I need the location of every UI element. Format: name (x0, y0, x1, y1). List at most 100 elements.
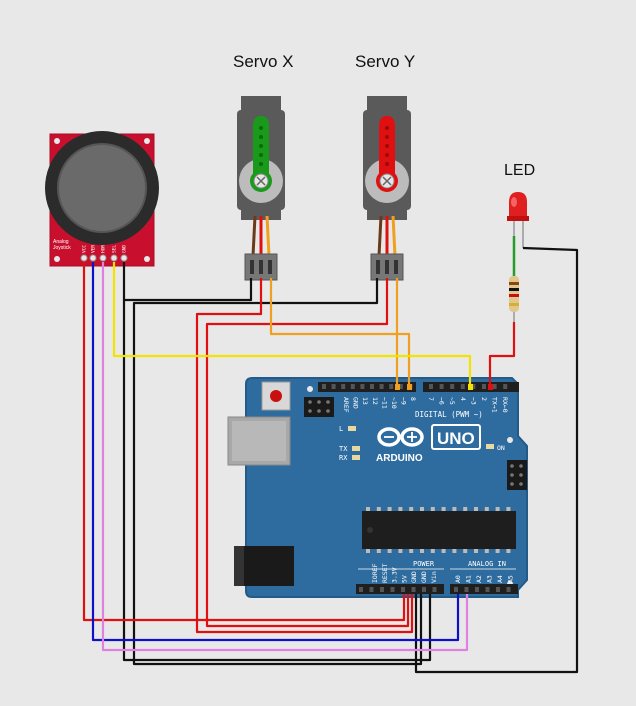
header-hole[interactable] (350, 384, 355, 389)
header-hole[interactable] (439, 384, 444, 389)
chip-pin (366, 549, 370, 553)
header-hole[interactable] (380, 587, 384, 592)
chip-pin (430, 549, 435, 553)
joystick-pin-label: SEL (112, 245, 118, 253)
header-hole[interactable] (422, 587, 426, 592)
digital-pin-label: ~11 (380, 397, 388, 409)
wire-servo-x-signal (269, 278, 411, 388)
joystick-knob-inner[interactable] (57, 143, 147, 233)
header-hole[interactable] (464, 587, 469, 592)
header-hole[interactable] (482, 384, 486, 389)
chip-pin (409, 549, 414, 553)
header-hole[interactable] (454, 587, 458, 592)
chip-pin (463, 549, 468, 553)
chip-pin (420, 507, 424, 511)
wire-joystick-sel (112, 262, 472, 388)
digital-pin-label: ~3 (469, 397, 477, 405)
servo-x-label: Servo X (233, 52, 294, 71)
header-hole[interactable] (389, 384, 394, 389)
servo-y[interactable] (363, 96, 411, 281)
chip-pin (495, 549, 500, 553)
header-hole[interactable] (503, 384, 508, 389)
digital-header-left (318, 382, 416, 392)
analog-pin-label: A5 (507, 575, 515, 583)
header-hole[interactable] (341, 384, 346, 389)
analog-pin-label: A4 (496, 575, 504, 583)
chip-pin (376, 507, 381, 511)
joystick-pin[interactable] (120, 254, 128, 262)
digital-pin-label: 12 (371, 397, 379, 405)
header-hole[interactable] (506, 587, 511, 592)
atmega-chip (362, 511, 516, 549)
digital-pin-label: 4 (459, 397, 467, 401)
digital-pin-label: 7 (427, 397, 435, 401)
servo-y-label: Servo Y (355, 52, 416, 71)
header-hole[interactable] (359, 587, 363, 592)
uno-model-text: UNO (437, 429, 475, 448)
header-hole[interactable] (411, 587, 416, 592)
chip-pin (376, 549, 381, 553)
digital-pin-label: ~9 (400, 397, 408, 405)
wire-led-anode (488, 322, 516, 388)
arduino-brand-text: ARDUINO (376, 453, 423, 464)
analog-pin-label: A1 (465, 575, 473, 583)
servo-y-horn[interactable] (379, 116, 395, 182)
header-hole[interactable] (475, 587, 479, 592)
header-hole[interactable] (432, 587, 437, 592)
chip-pin (452, 507, 457, 511)
l-led-label: L (339, 425, 343, 433)
uno-badge (431, 424, 481, 450)
chip-pin (484, 507, 489, 511)
chip-pin (484, 549, 489, 553)
wires (82, 246, 579, 674)
joystick-pin-label: HOR (101, 245, 107, 253)
joystick-pin[interactable] (110, 254, 118, 262)
header-hole[interactable] (390, 587, 395, 592)
power-pin-label: GND (420, 571, 428, 583)
header-hole[interactable] (401, 587, 405, 592)
joystick-pin[interactable] (99, 254, 107, 262)
servo-x-horn[interactable] (253, 116, 269, 182)
joystick-pin[interactable] (89, 254, 97, 262)
header-hole[interactable] (471, 384, 476, 389)
chip-pin (430, 507, 435, 511)
chip-pin (387, 507, 392, 511)
led[interactable] (507, 192, 529, 221)
chip-pin (452, 549, 457, 553)
chip-pin (398, 507, 403, 511)
chip-pin (420, 549, 424, 553)
digital-pin-label: GND (352, 397, 360, 409)
power-pin-label: 5V (400, 575, 408, 583)
resistor (509, 236, 519, 322)
header-hole[interactable] (379, 384, 384, 389)
arduino-infinity-logo (377, 427, 424, 447)
chip-pin (441, 549, 446, 553)
power-header (356, 584, 444, 594)
analog-pin-label: A2 (475, 575, 483, 583)
joystick-pin-label: GND (122, 245, 128, 253)
header-hole[interactable] (450, 384, 455, 389)
servo-x[interactable] (237, 96, 285, 281)
header-hole[interactable] (331, 384, 336, 389)
joystick-pin[interactable] (80, 254, 88, 262)
header-hole[interactable] (496, 587, 500, 592)
header-hole[interactable] (322, 384, 326, 389)
power-section-label: POWER (413, 560, 435, 568)
header-hole[interactable] (492, 384, 497, 389)
power-pin-label: 3.3V (391, 567, 399, 583)
header-hole[interactable] (460, 384, 465, 389)
chip-pin (474, 549, 478, 553)
header-hole[interactable] (369, 587, 374, 592)
wire-joystick-hor (101, 262, 469, 652)
header-hole[interactable] (429, 384, 433, 389)
header-hole[interactable] (360, 384, 365, 389)
header-hole[interactable] (398, 384, 403, 389)
power-pin-label: GND (410, 571, 418, 583)
header-hole[interactable] (370, 384, 374, 389)
header-hole[interactable] (485, 587, 490, 592)
wire-servo-x-vcc (195, 278, 414, 634)
power-pin-label: IOREF (371, 563, 379, 583)
tx-led-label: TX (339, 445, 348, 453)
